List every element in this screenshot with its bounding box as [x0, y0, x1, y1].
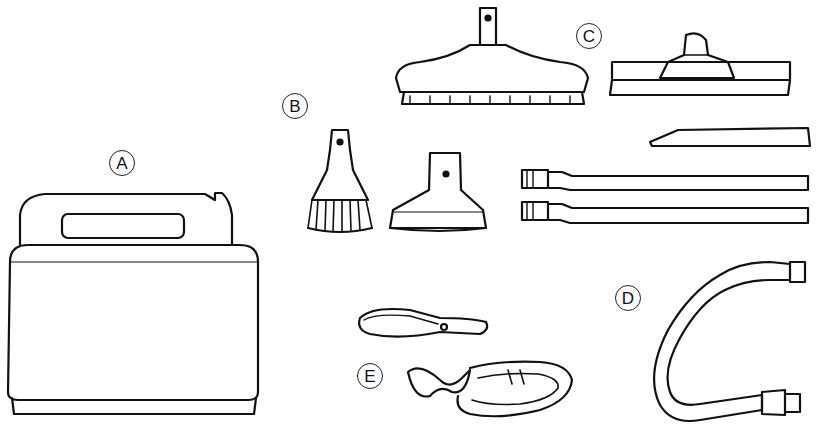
wand: [522, 170, 808, 190]
strap: [359, 309, 487, 337]
upholstery-tool: [390, 153, 486, 231]
canister: [8, 193, 258, 414]
callout-letter: C: [576, 23, 602, 49]
shoulder-belt: [408, 362, 572, 417]
callout-letter: E: [357, 363, 383, 389]
floor-tool: [610, 33, 790, 95]
wand: [522, 202, 808, 223]
hose: [654, 262, 805, 421]
callout-letter: B: [282, 93, 308, 119]
crevice-tool: [650, 128, 810, 146]
dusting-brush: [308, 130, 372, 232]
callout-letter: A: [109, 150, 135, 176]
callout-letter: D: [615, 285, 641, 311]
floor-brush: [396, 8, 588, 104]
